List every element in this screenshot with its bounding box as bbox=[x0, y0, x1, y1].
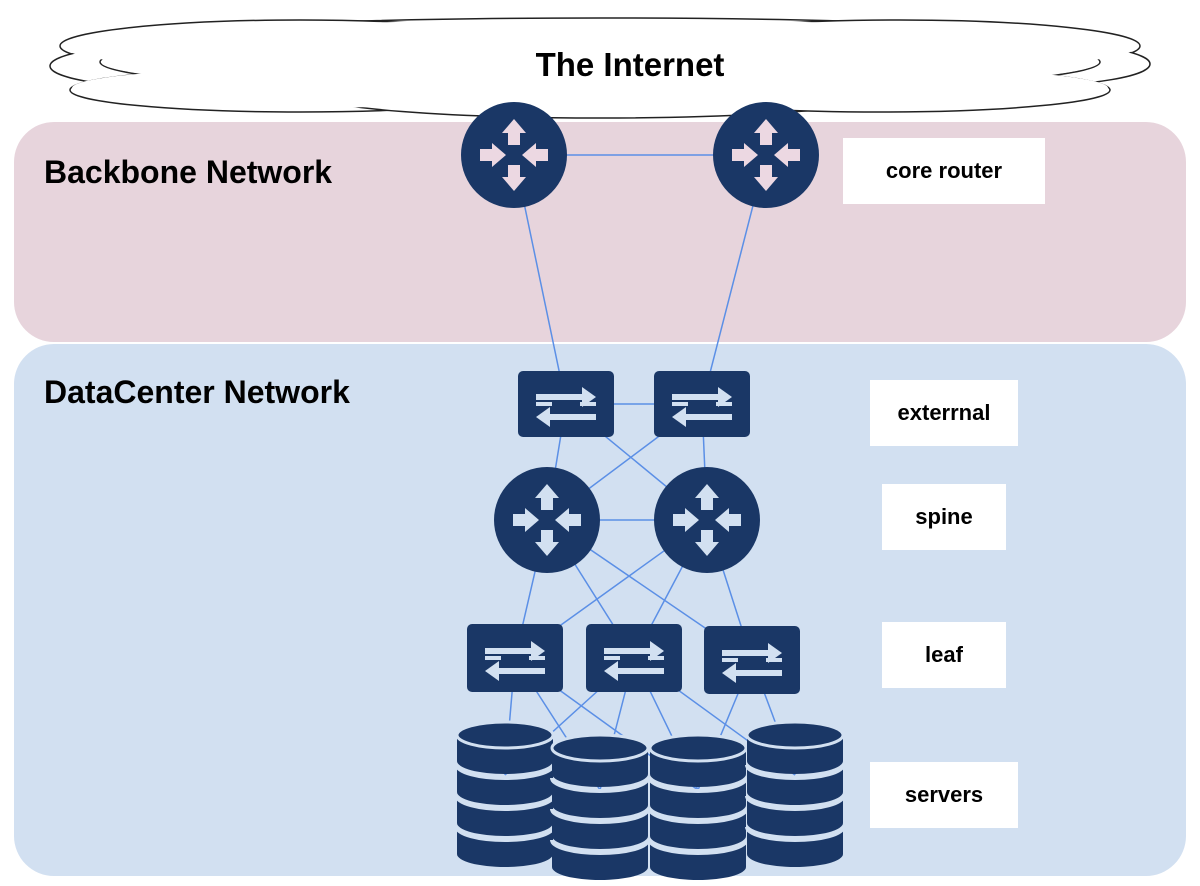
external-switch-1 bbox=[518, 371, 614, 437]
servers-label: servers bbox=[870, 762, 1018, 828]
database-server-icon bbox=[648, 733, 748, 880]
internet-cloud-icon bbox=[49, 17, 1151, 119]
core-router-1 bbox=[461, 102, 567, 208]
backbone-title: Backbone Network bbox=[44, 154, 333, 190]
internet-title: The Internet bbox=[535, 46, 725, 83]
external-switch-2 bbox=[654, 371, 750, 437]
core-router-label: core router bbox=[843, 138, 1045, 204]
database-server-icon bbox=[745, 720, 845, 867]
core-router-2 bbox=[713, 102, 819, 208]
leaf-switch-3 bbox=[704, 626, 800, 694]
external-label: exterrnal bbox=[870, 380, 1018, 446]
spine-label: spine bbox=[882, 484, 1006, 550]
database-server-icon bbox=[550, 733, 650, 880]
spine-router-1 bbox=[494, 467, 600, 573]
leaf-label: leaf bbox=[882, 622, 1006, 688]
leaf-switch-2 bbox=[586, 624, 682, 692]
database-server-icon bbox=[455, 720, 555, 867]
datacenter-title: DataCenter Network bbox=[44, 374, 350, 410]
spine-router-2 bbox=[654, 467, 760, 573]
leaf-switch-1 bbox=[467, 624, 563, 692]
